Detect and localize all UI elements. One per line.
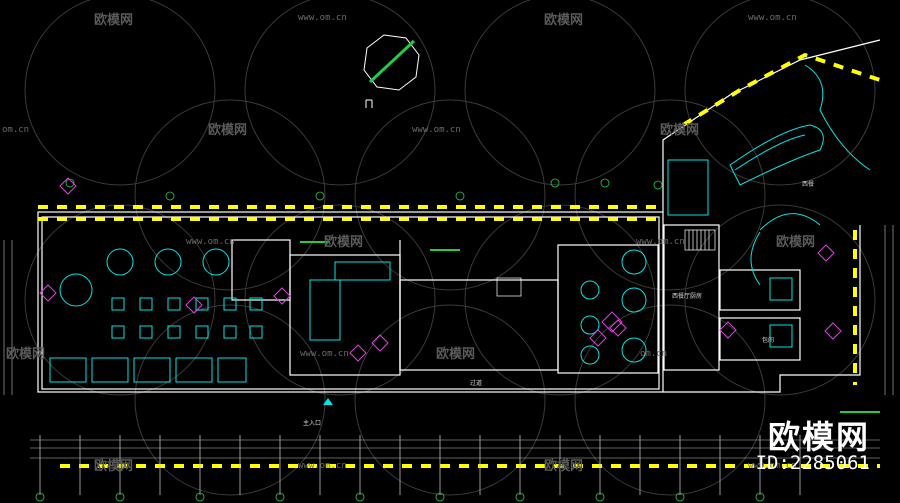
dimension-lines xyxy=(3,225,894,459)
svg-text:www.om.cn: www.om.cn xyxy=(636,237,685,247)
svg-text:www.om.cn: www.om.cn xyxy=(300,349,349,359)
magenta-fixtures xyxy=(39,177,842,362)
svg-text:www.om.cn: www.om.cn xyxy=(186,237,235,247)
brand-logo-text: 欧模网 xyxy=(767,418,870,456)
green-accents xyxy=(300,241,880,413)
svg-text:www.om.cn: www.om.cn xyxy=(748,461,797,471)
label-bar: 西餐 xyxy=(802,180,814,188)
svg-text:欧模网: 欧模网 xyxy=(544,458,583,474)
round-tables xyxy=(59,248,647,365)
watermark-brand-texts: 欧模网 欧模网 欧模网 欧模网 欧模网 欧模网 欧模网 欧模网 欧模网 欧模网 xyxy=(6,12,815,474)
svg-text:欧模网: 欧模网 xyxy=(94,458,133,474)
svg-text:www.om.cn: www.om.cn xyxy=(298,461,347,471)
svg-text:欧模网: 欧模网 xyxy=(776,234,815,250)
stair-icon xyxy=(496,229,716,297)
label-corridor: 过道 xyxy=(470,379,482,387)
grid-ticks xyxy=(39,435,801,495)
table-clusters xyxy=(49,159,793,383)
building-walls xyxy=(37,39,881,393)
bar-area xyxy=(729,64,871,286)
entrance-arrow-icon xyxy=(323,398,333,405)
svg-text:om.cn: om.cn xyxy=(2,125,29,135)
yellow-dashed-walls xyxy=(38,52,881,468)
svg-text:www.om.cn: www.om.cn xyxy=(298,13,347,23)
svg-text:om.cn: om.cn xyxy=(640,349,667,359)
svg-text:www.om.cn: www.om.cn xyxy=(412,125,461,135)
label-private-room: 包间 xyxy=(762,336,774,344)
north-arrow-icon xyxy=(363,34,420,108)
svg-text:www.om.cn: www.om.cn xyxy=(748,13,797,23)
grid-bubbles xyxy=(35,178,765,502)
svg-text:欧模网: 欧模网 xyxy=(94,12,133,28)
watermark-url-texts: www.om.cn www.om.cn om.cn www.om.cn www.… xyxy=(2,13,797,471)
svg-text:欧模网: 欧模网 xyxy=(6,346,45,362)
svg-text:欧模网: 欧模网 xyxy=(208,122,247,138)
svg-text:欧模网: 欧模网 xyxy=(544,12,583,28)
svg-text:欧模网: 欧模网 xyxy=(436,346,475,362)
brand-id-text: ID:2285061 xyxy=(755,452,870,474)
label-entrance: 主入口 xyxy=(303,419,321,427)
svg-text:欧模网: 欧模网 xyxy=(660,122,699,138)
watermark-circles xyxy=(24,0,876,496)
svg-text:欧模网: 欧模网 xyxy=(324,234,363,250)
label-kitchen: 西餐厅厨房 xyxy=(672,292,702,300)
